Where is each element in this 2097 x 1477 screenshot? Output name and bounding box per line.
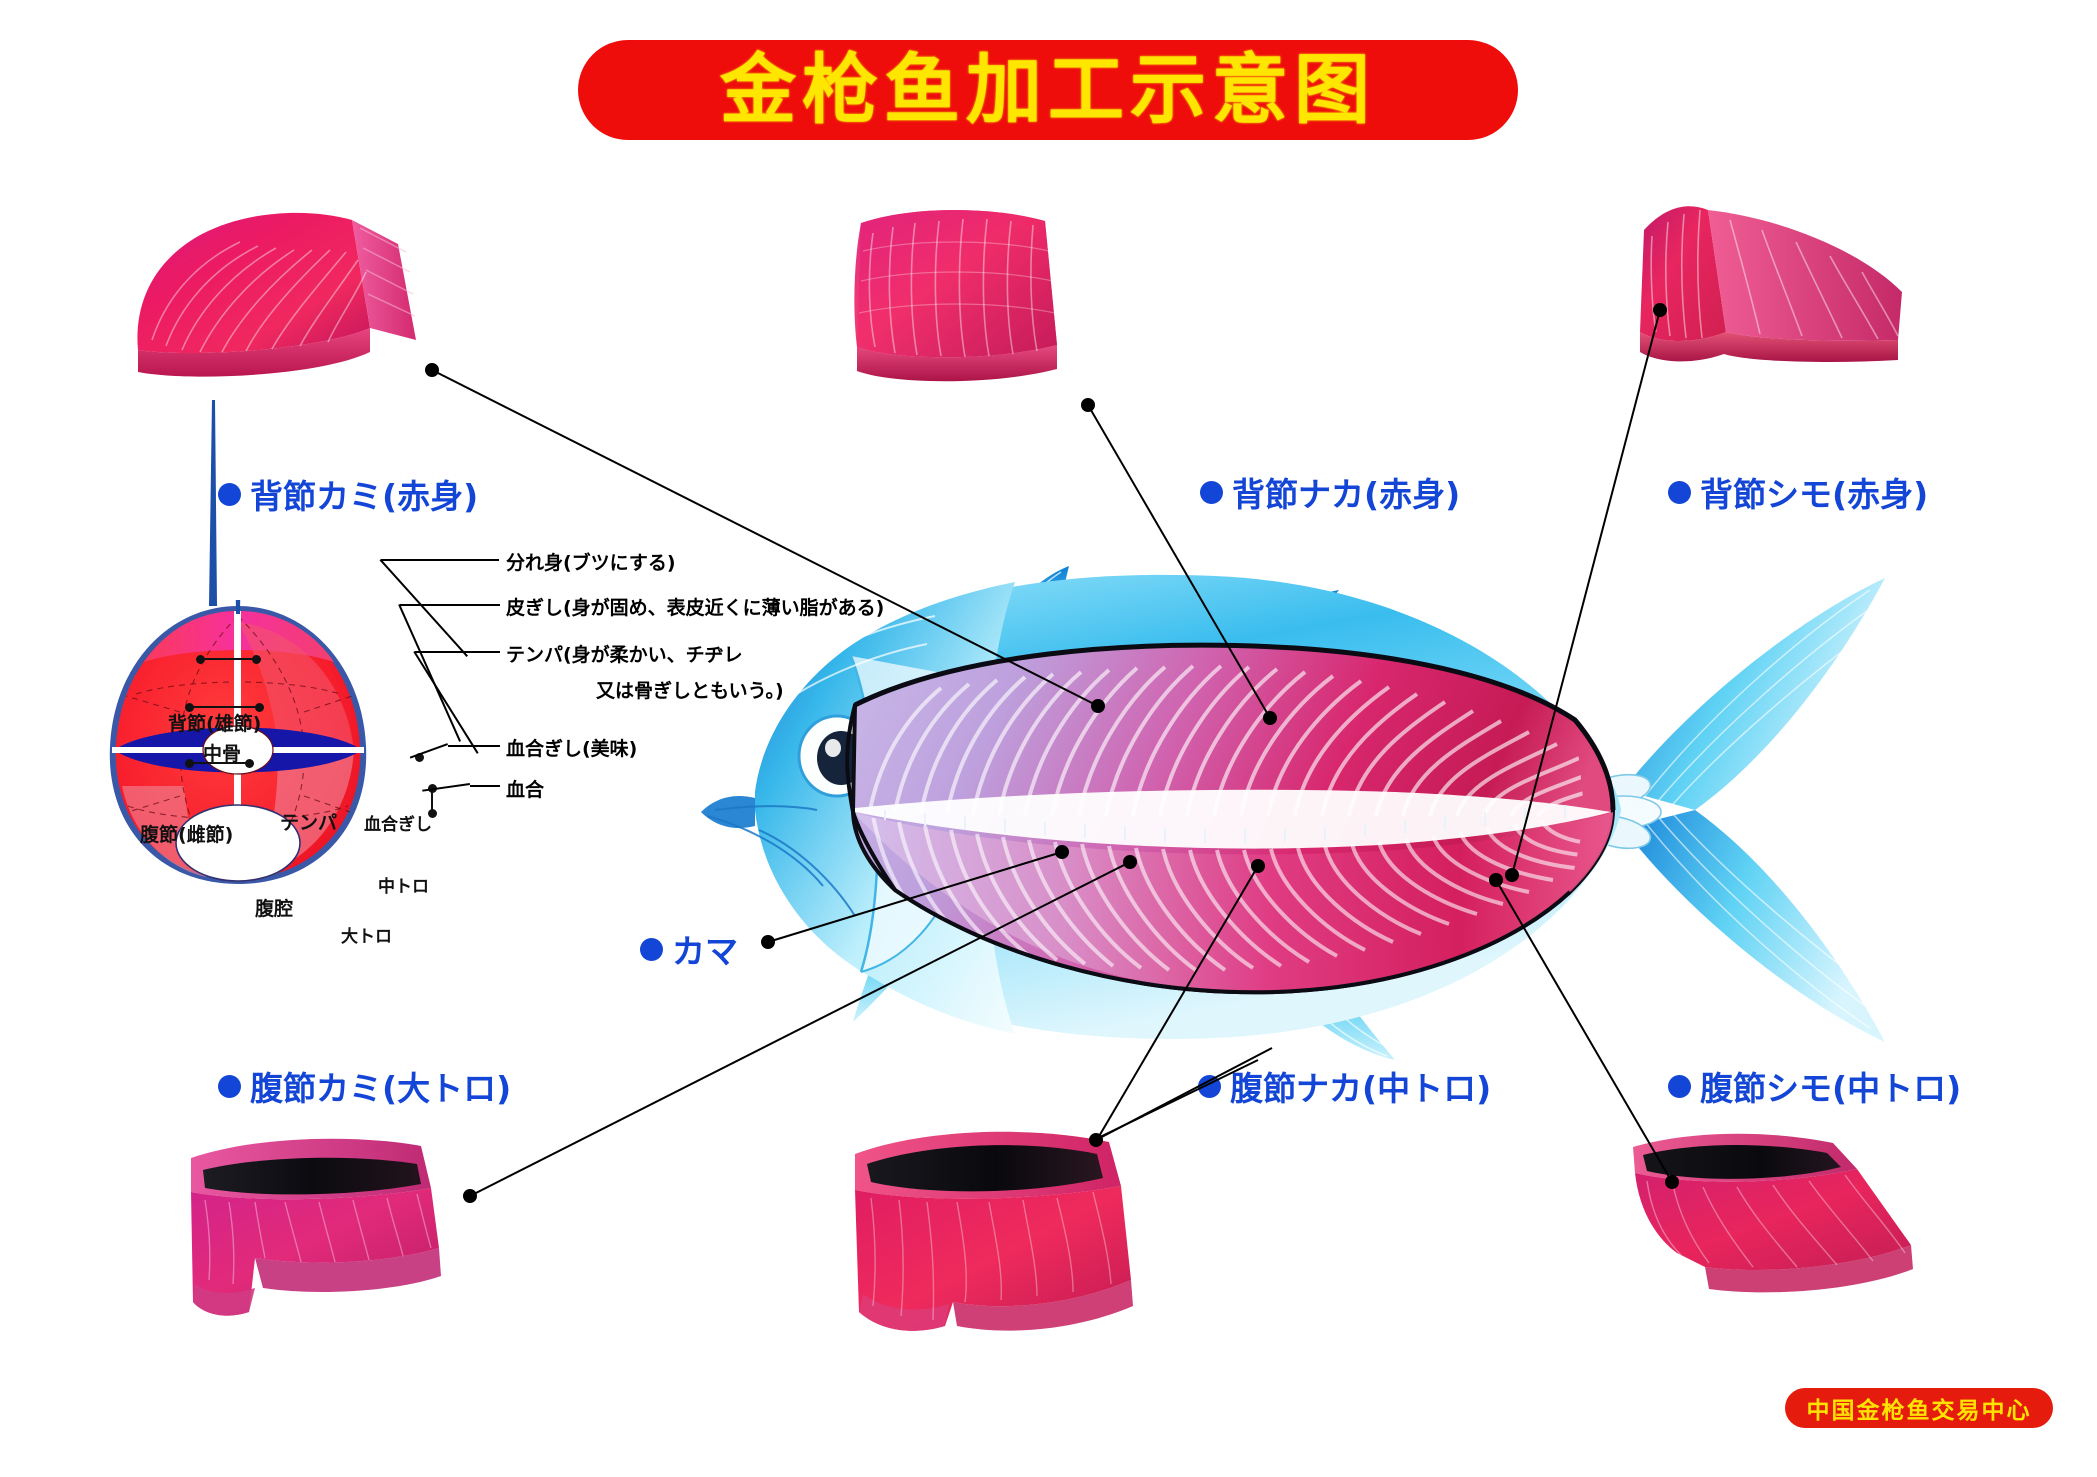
bullet-icon	[1668, 1074, 1691, 1098]
label-hara-kami: 腹節カミ(大トロ)	[218, 1062, 511, 1110]
bullet-icon	[1198, 1074, 1221, 1098]
annotation-tenpa-line2: 又は骨ぎしともいう。)	[596, 680, 784, 702]
label-hara-shimo-text: 腹節シモ(中トロ)	[1700, 1069, 1962, 1108]
anno-leader-1	[381, 559, 499, 561]
region-label-chutoro: 中トロ	[378, 877, 429, 897]
bullet-icon	[1668, 480, 1691, 504]
bullet-icon	[218, 482, 241, 506]
anno-leader-5	[470, 785, 500, 787]
label-se-naka-text: 背節ナカ(赤身)	[1232, 475, 1461, 514]
anno-diag-4	[409, 743, 448, 759]
annotation-tenpa-line1: テンパ(身が柔かい、チヂレ	[506, 644, 743, 666]
bullet-icon	[218, 1074, 241, 1098]
label-se-naka: 背節ナカ(赤身)	[1200, 468, 1460, 516]
loin-block-hara-shimo	[1625, 1125, 1925, 1315]
page-title: 金枪鱼加工示意图	[720, 45, 1376, 134]
footer-organization: 中国金枪鱼交易中心	[1806, 1398, 2032, 1424]
label-hara-shimo: 腹節シモ(中トロ)	[1668, 1062, 1961, 1110]
label-kama-text: カマ	[672, 932, 738, 971]
anno-diag-2	[398, 604, 462, 742]
label-se-kami-text: 背節カミ(赤身)	[250, 477, 479, 516]
region-label-chubone: 中骨	[203, 743, 242, 765]
loin-block-hara-kami	[185, 1130, 515, 1345]
annotation-chiai: 血合	[506, 779, 545, 801]
anno-diag-1	[379, 559, 468, 657]
annotation-wakarezumi: 分れ身(ブツにする)	[506, 552, 676, 574]
label-kama: カマ	[640, 925, 738, 973]
region-label-otoro: 大トロ	[341, 927, 392, 947]
region-label-sesetsu: 背節(雄節)	[168, 713, 262, 735]
label-hara-kami-text: 腹節カミ(大トロ)	[250, 1069, 512, 1108]
label-hara-naka-text: 腹節ナカ(中トロ)	[1230, 1069, 1492, 1108]
callout-bar-3	[189, 762, 249, 764]
anno-leader-4	[448, 745, 500, 747]
region-label-fukusetsu: 腹節(雌節)	[140, 824, 234, 846]
bullet-icon	[1200, 480, 1223, 504]
callout-bar-1	[200, 658, 256, 660]
region-label-tenpa: テンパ	[280, 812, 338, 834]
footer-badge: 中国金枪鱼交易中心	[1785, 1388, 2053, 1428]
loin-block-se-kami	[130, 200, 430, 400]
loin-block-se-shimo	[1630, 200, 1930, 390]
callout-dot-5b	[428, 809, 437, 818]
region-label-fukukou: 腹腔	[255, 898, 294, 920]
loin-block-se-naka	[845, 205, 1135, 395]
fish-illustration	[655, 560, 2055, 1060]
callout-bar-5	[431, 787, 433, 813]
callout-dot-4	[415, 753, 424, 762]
label-se-shimo-text: 背節シモ(赤身)	[1700, 475, 1929, 514]
label-se-kami: 背節カミ(赤身)	[218, 470, 478, 518]
anno-leader-2	[400, 604, 500, 606]
callout-dot-3b	[245, 759, 254, 768]
anno-diag-3	[413, 651, 479, 754]
bullet-icon	[640, 937, 663, 961]
callout-dot-1b	[252, 655, 261, 664]
annotation-kawagishi: 皮ぎし(身が固め、表皮近くに薄い脂がある)	[506, 597, 885, 619]
cross-section-diagram	[88, 540, 388, 890]
cross-section-spine-spike	[206, 400, 220, 610]
region-label-chiaigishi: 血合ぎし	[364, 815, 432, 835]
annotation-chiaigishi: 血合ぎし(美味)	[506, 738, 638, 760]
label-se-shimo: 背節シモ(赤身)	[1668, 468, 1928, 516]
label-hara-naka: 腹節ナカ(中トロ)	[1198, 1062, 1491, 1110]
anno-leader-3	[415, 651, 500, 653]
callout-dot-2b	[255, 703, 264, 712]
loin-block-hara-naka	[845, 1120, 1155, 1350]
title-banner: 金枪鱼加工示意图	[578, 40, 1518, 140]
callout-bar-2	[189, 706, 259, 708]
